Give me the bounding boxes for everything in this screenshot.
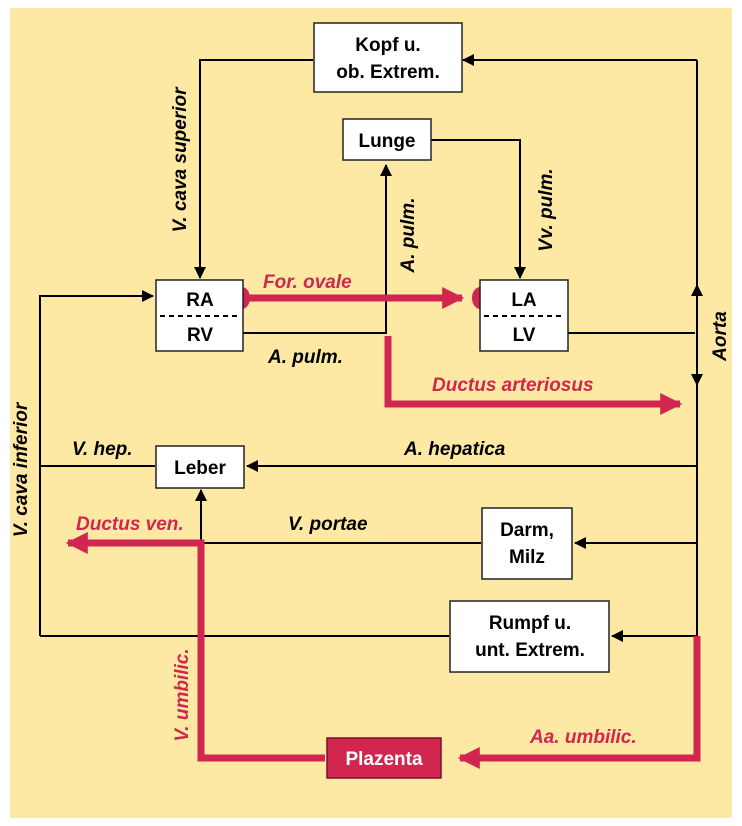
- label-a-hepatica: A. hepatica: [403, 439, 506, 460]
- a-pulm-line: [243, 164, 392, 334]
- node-leber-label: Leber: [174, 458, 226, 479]
- label-ductus-arteriosus: Ductus arteriosus: [432, 375, 594, 396]
- v-cava-superior-line: [194, 59, 313, 279]
- node-kopf-line2: ob. Extrem.: [336, 62, 439, 83]
- node-lunge-label: Lunge: [359, 131, 416, 152]
- node-heart-right: RA RV: [155, 279, 244, 352]
- node-lunge-box: [342, 118, 432, 161]
- node-kopf: Kopf u. ob. Extrem.: [313, 22, 463, 93]
- label-a-pulm-horizontal: A. pulm.: [267, 347, 343, 368]
- label-v-cava-superior: V. cava superior: [170, 86, 191, 233]
- label-v-cava-inferior: V. cava inferior: [11, 401, 32, 537]
- label-aa-umbilic: Aa. umbilic.: [529, 727, 637, 748]
- node-leber-box: [155, 445, 245, 489]
- node-darm-box: [481, 507, 573, 580]
- node-lv-label: LV: [513, 325, 536, 346]
- node-la-label: LA: [511, 290, 537, 311]
- label-v-portae: V. portae: [288, 514, 368, 535]
- node-rumpf: Rumpf u. unt. Extrem.: [449, 600, 610, 673]
- label-for-ovale: For. ovale: [263, 272, 352, 293]
- ductus-arteriosus-shunt: [384, 336, 683, 415]
- node-rumpf-box: [449, 600, 610, 673]
- node-darm-line2: Milz: [509, 547, 545, 568]
- node-kopf-box: [313, 22, 463, 93]
- node-lunge: Lunge: [342, 118, 432, 161]
- v-cava-inferior-line: [39, 290, 154, 636]
- node-plazenta-box: [326, 737, 442, 779]
- v-umbilicalis-path: [65, 532, 325, 762]
- node-rumpf-line1: Rumpf u.: [489, 613, 571, 634]
- node-kopf-line1: Kopf u.: [355, 35, 420, 56]
- node-plazenta-label: Plazenta: [345, 749, 423, 770]
- label-vv-pulm: Vv. pulm.: [536, 168, 557, 251]
- label-a-pulm-vertical: A. pulm.: [398, 198, 419, 274]
- vv-pulm-line: [431, 139, 526, 279]
- label-ductus-ven: Ductus ven.: [76, 514, 184, 535]
- node-rumpf-line2: unt. Extrem.: [475, 640, 585, 661]
- node-darm: Darm, Milz: [481, 507, 573, 580]
- label-v-umbilic: V. umbilic.: [172, 648, 193, 741]
- node-ra-label: RA: [186, 290, 214, 311]
- label-aorta: Aorta: [710, 311, 731, 362]
- node-rv-label: RV: [187, 325, 213, 346]
- label-v-hep: V. hep.: [72, 439, 133, 460]
- node-plazenta: Plazenta: [326, 737, 442, 779]
- node-leber: Leber: [155, 445, 245, 489]
- node-darm-line1: Darm,: [500, 520, 554, 541]
- aa-umbilicales-path: [457, 636, 701, 769]
- node-heart-left: LA LV: [479, 279, 569, 352]
